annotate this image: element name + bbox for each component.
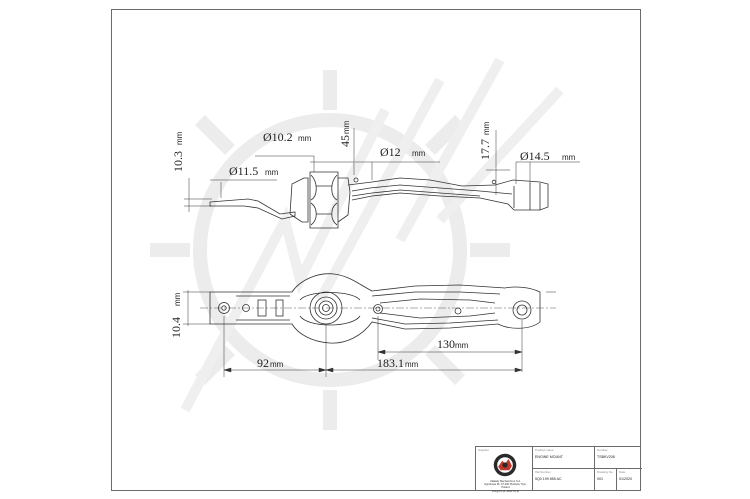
- dim-span-130-unit: mm: [455, 341, 469, 350]
- oe-value: 5Q0 199 855 AC: [535, 477, 562, 481]
- dim-span-183: 183.1: [377, 356, 404, 370]
- top-view: [200, 273, 556, 344]
- dim-side-height: 10.4: [169, 317, 183, 338]
- dim-span-92: 92: [257, 356, 269, 370]
- dim-right-height: 17.7: [478, 139, 492, 160]
- dim-hole-left: Ø11.5: [229, 164, 258, 178]
- dim-top-width: 45: [338, 135, 352, 147]
- dim-span-92-unit: mm: [270, 360, 284, 369]
- supplier-label: Supplier: [478, 448, 490, 452]
- product-name: ENGINE MOUNT: [535, 455, 563, 459]
- dim-height-left: 10.3: [171, 151, 185, 172]
- oe-label: OE Number: [535, 470, 551, 474]
- watermark-gear: [150, 70, 510, 430]
- watermark-lettering: [180, 57, 564, 413]
- dim-hole-left-unit: mm: [265, 168, 279, 177]
- product-label: Product name: [535, 448, 554, 452]
- company-address: Zakłady Mechaniczne S.A. Ogrodowa 46, 97…: [480, 480, 531, 493]
- drawing-value: 001: [597, 477, 603, 481]
- supplier-cell: Supplier Zakłady Mechaniczne S.A. Ogrodo…: [476, 447, 533, 493]
- date-cell: Date 01/2020: [617, 469, 642, 491]
- dim-hole-right: Ø14.5: [520, 149, 550, 163]
- date-value: 01/2020: [619, 477, 632, 481]
- dim-top-width-unit: mm: [342, 120, 351, 134]
- dim-span-183-unit: mm: [405, 360, 419, 369]
- oe-cell: OE Number 5Q0 199 855 AC: [533, 469, 595, 491]
- side-view: [209, 171, 549, 229]
- dim-height-left-unit: mm: [175, 131, 184, 145]
- dim-hole-mid-unit: mm: [412, 149, 426, 158]
- side-view-dimension-lines: [184, 128, 580, 212]
- dim-right-height-unit: mm: [482, 121, 491, 135]
- top-view-dimension-lines: [183, 290, 556, 377]
- dim-hole-top: Ø10.2: [263, 130, 293, 144]
- dim-side-height-unit: mm: [173, 292, 182, 306]
- drawing-sheet-border: [111, 9, 641, 491]
- number-cell: Number TSBKV208: [595, 447, 642, 469]
- company-line-1: Zakłady Mechaniczne S.A.: [490, 480, 521, 483]
- product-cell: Product name ENGINE MOUNT: [533, 447, 595, 469]
- title-block: Supplier Zakłady Mechaniczne S.A. Ogrodo…: [475, 446, 642, 493]
- top-view-dimension-labels: 10.4 mm 130 mm 183.1 mm 92 mm: [169, 292, 469, 370]
- dim-hole-right-unit: mm: [562, 153, 576, 162]
- number-value: TSBKV208: [597, 455, 615, 459]
- side-view-dimension-labels: 10.3 mm Ø11.5 mm Ø10.2 mm 45 mm Ø12 mm 1…: [171, 120, 576, 178]
- drawing-label: Drawing No: [597, 470, 613, 474]
- dim-span-130: 130: [437, 337, 455, 351]
- dim-hole-mid: Ø12: [380, 145, 401, 159]
- dim-hole-top-unit: mm: [298, 134, 312, 143]
- company-logo-icon: [493, 453, 517, 477]
- date-label: Date: [619, 470, 626, 474]
- company-line-2: Ogrodowa 46, 97-300 Piotrków Tryb., Pola…: [484, 483, 527, 490]
- company-line-3: info@zm.pl, www.zm.pl: [492, 489, 519, 493]
- drawing-cell: Drawing No 001: [595, 469, 617, 491]
- number-label: Number: [597, 448, 608, 452]
